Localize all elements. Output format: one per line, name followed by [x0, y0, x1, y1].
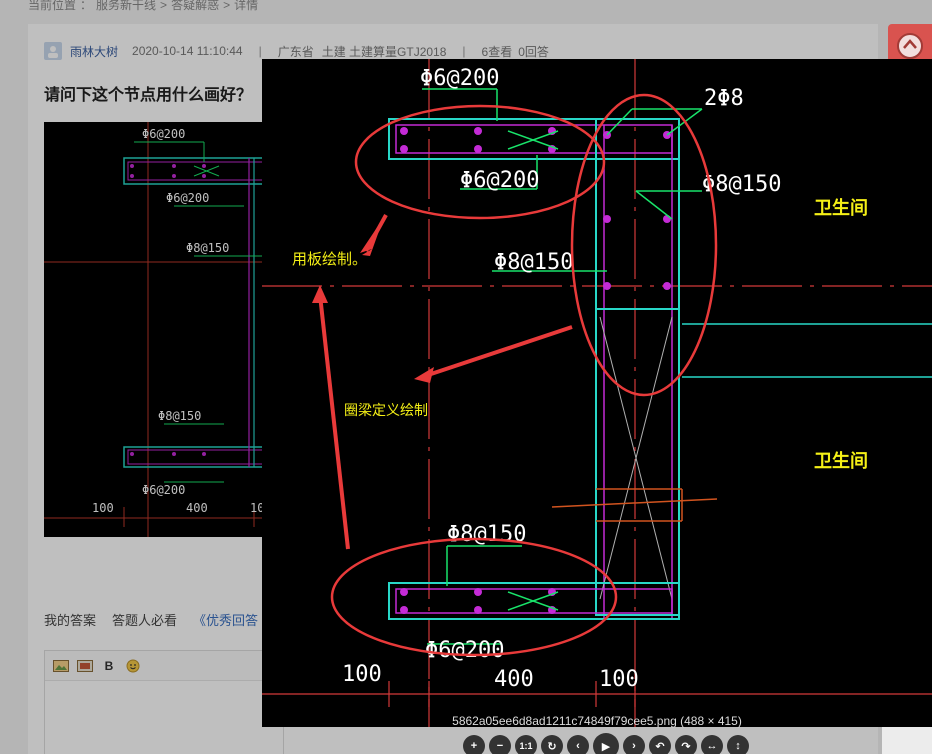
my-answer-tab[interactable]: 我的答案 — [44, 613, 97, 628]
thumb-dim: 400 — [186, 501, 208, 515]
thumb-label: Φ6@200 — [142, 127, 185, 141]
breadcrumb: 当前位置：服务新干线>答疑解惑>详情 — [28, 0, 262, 13]
arrow-icon — [312, 285, 328, 303]
answer-bar: 我的答案 答题人必看 《优秀回答 — [44, 610, 274, 629]
thumb-label: Φ8@150 — [158, 409, 201, 423]
image-icon[interactable] — [53, 659, 69, 673]
breadcrumb-link-service[interactable]: 服务新干线 — [96, 0, 157, 12]
annotation-ellipse — [354, 104, 606, 220]
cad-label: Φ6@200 — [420, 66, 499, 91]
meta-divider: | — [462, 44, 466, 58]
cad-label: Φ8@150 — [447, 522, 526, 547]
avatar[interactable] — [44, 42, 62, 60]
thumb-label: Φ6@200 — [166, 191, 209, 205]
zoom-in-button[interactable]: + — [463, 735, 485, 754]
rotate-left-button[interactable]: ↶ — [649, 735, 671, 754]
room-label: 卫生间 — [814, 450, 868, 471]
flip-vertical-button[interactable]: ↕ — [727, 735, 749, 754]
viewer-controls: + − 1:1 ↻ ‹ ▶ › ↶ ↷ ↔ ↕ — [463, 733, 749, 754]
room-label: 卫生间 — [814, 197, 868, 218]
bold-button[interactable]: B — [104, 658, 114, 673]
dimension-label: 100 — [599, 667, 639, 692]
question-image-thumbnail[interactable]: Φ6@200 Φ6@200 Φ8@150 Φ8@150 Φ6@200 100 4… — [44, 122, 264, 537]
cad-label: Φ6@200 — [460, 168, 539, 193]
play-button[interactable]: ▶ — [593, 733, 619, 754]
annotation-slab: 用板绘制。 — [292, 250, 367, 268]
dimension-label: 100 — [342, 662, 382, 687]
breadcrumb-sep: > — [160, 0, 168, 12]
breadcrumb-link-qa[interactable]: 答疑解惑 — [171, 0, 220, 12]
previous-button[interactable]: ‹ — [567, 735, 589, 754]
service-icon — [897, 33, 923, 59]
annotation-ellipse — [330, 537, 618, 657]
breadcrumb-colon: ： — [80, 0, 93, 12]
breadcrumb-sep: > — [223, 0, 231, 12]
post-tags: 土建 土建算量GTJ2018 — [321, 44, 447, 59]
image-filename: 5862a05ee6d8ad1211c74849f79cee5.png (488… — [452, 714, 742, 728]
post-region: 广东省 — [277, 44, 314, 59]
cad-label: Φ8@150 — [494, 250, 573, 275]
breadcrumb-label: 当前位置 — [28, 0, 77, 12]
meta-divider: | — [258, 44, 262, 58]
author-name[interactable]: 雨林大树 — [70, 44, 119, 59]
thumb-label: Φ6@200 — [142, 483, 185, 497]
thumbnail-drawing: Φ6@200 Φ6@200 Φ8@150 Φ8@150 Φ6@200 100 4… — [44, 122, 264, 537]
next-button[interactable]: › — [623, 735, 645, 754]
actual-size-button[interactable]: 1:1 — [515, 735, 537, 754]
rotate-right-button[interactable]: ↷ — [675, 735, 697, 754]
thumb-dim: 10 — [250, 501, 264, 515]
thumb-dim: 100 — [92, 501, 114, 515]
answer-editor[interactable]: B — [44, 650, 284, 754]
flip-horizontal-button[interactable]: ↔ — [701, 735, 723, 754]
zoom-out-button[interactable]: − — [489, 735, 511, 754]
answer-count: 0回答 — [518, 44, 549, 59]
viewer-drawing: Φ6@200 Φ6@200 2Φ8 Φ8@150 Φ8@150 Φ8@150 Φ… — [262, 59, 932, 727]
cad-label: Φ6@200 — [425, 638, 504, 663]
arrow-icon — [414, 367, 434, 383]
reset-button[interactable]: ↻ — [541, 735, 563, 754]
emoji-icon[interactable] — [125, 659, 141, 673]
cad-label: 2Φ8 — [704, 86, 744, 111]
question-title: 请问下这个节点用什么画好？ — [44, 87, 253, 104]
breadcrumb-current: 详情 — [234, 0, 259, 12]
annotation-ellipse — [570, 93, 718, 397]
thumb-label: Φ8@150 — [186, 241, 229, 255]
good-answer-link[interactable]: 《优秀回答 — [193, 613, 259, 628]
cad-label: Φ8@150 — [702, 172, 781, 197]
must-read-link[interactable]: 答题人必看 — [112, 613, 178, 628]
insert-image-icon[interactable] — [77, 659, 93, 673]
user-icon — [48, 46, 58, 58]
annotation-ring-beam: 圈梁定义绘制 — [344, 402, 428, 418]
dimension-label: 400 — [494, 667, 534, 692]
question-meta: 雨林大树 2020-10-14 11:10:44 | 广东省 土建 土建算量GT… — [44, 42, 549, 60]
post-datetime: 2020-10-14 11:10:44 — [132, 44, 243, 58]
image-viewer[interactable]: Φ6@200 Φ6@200 2Φ8 Φ8@150 Φ8@150 Φ8@150 Φ… — [262, 59, 932, 727]
view-count: 6查看 — [481, 44, 513, 59]
editor-toolbar: B — [45, 651, 283, 681]
